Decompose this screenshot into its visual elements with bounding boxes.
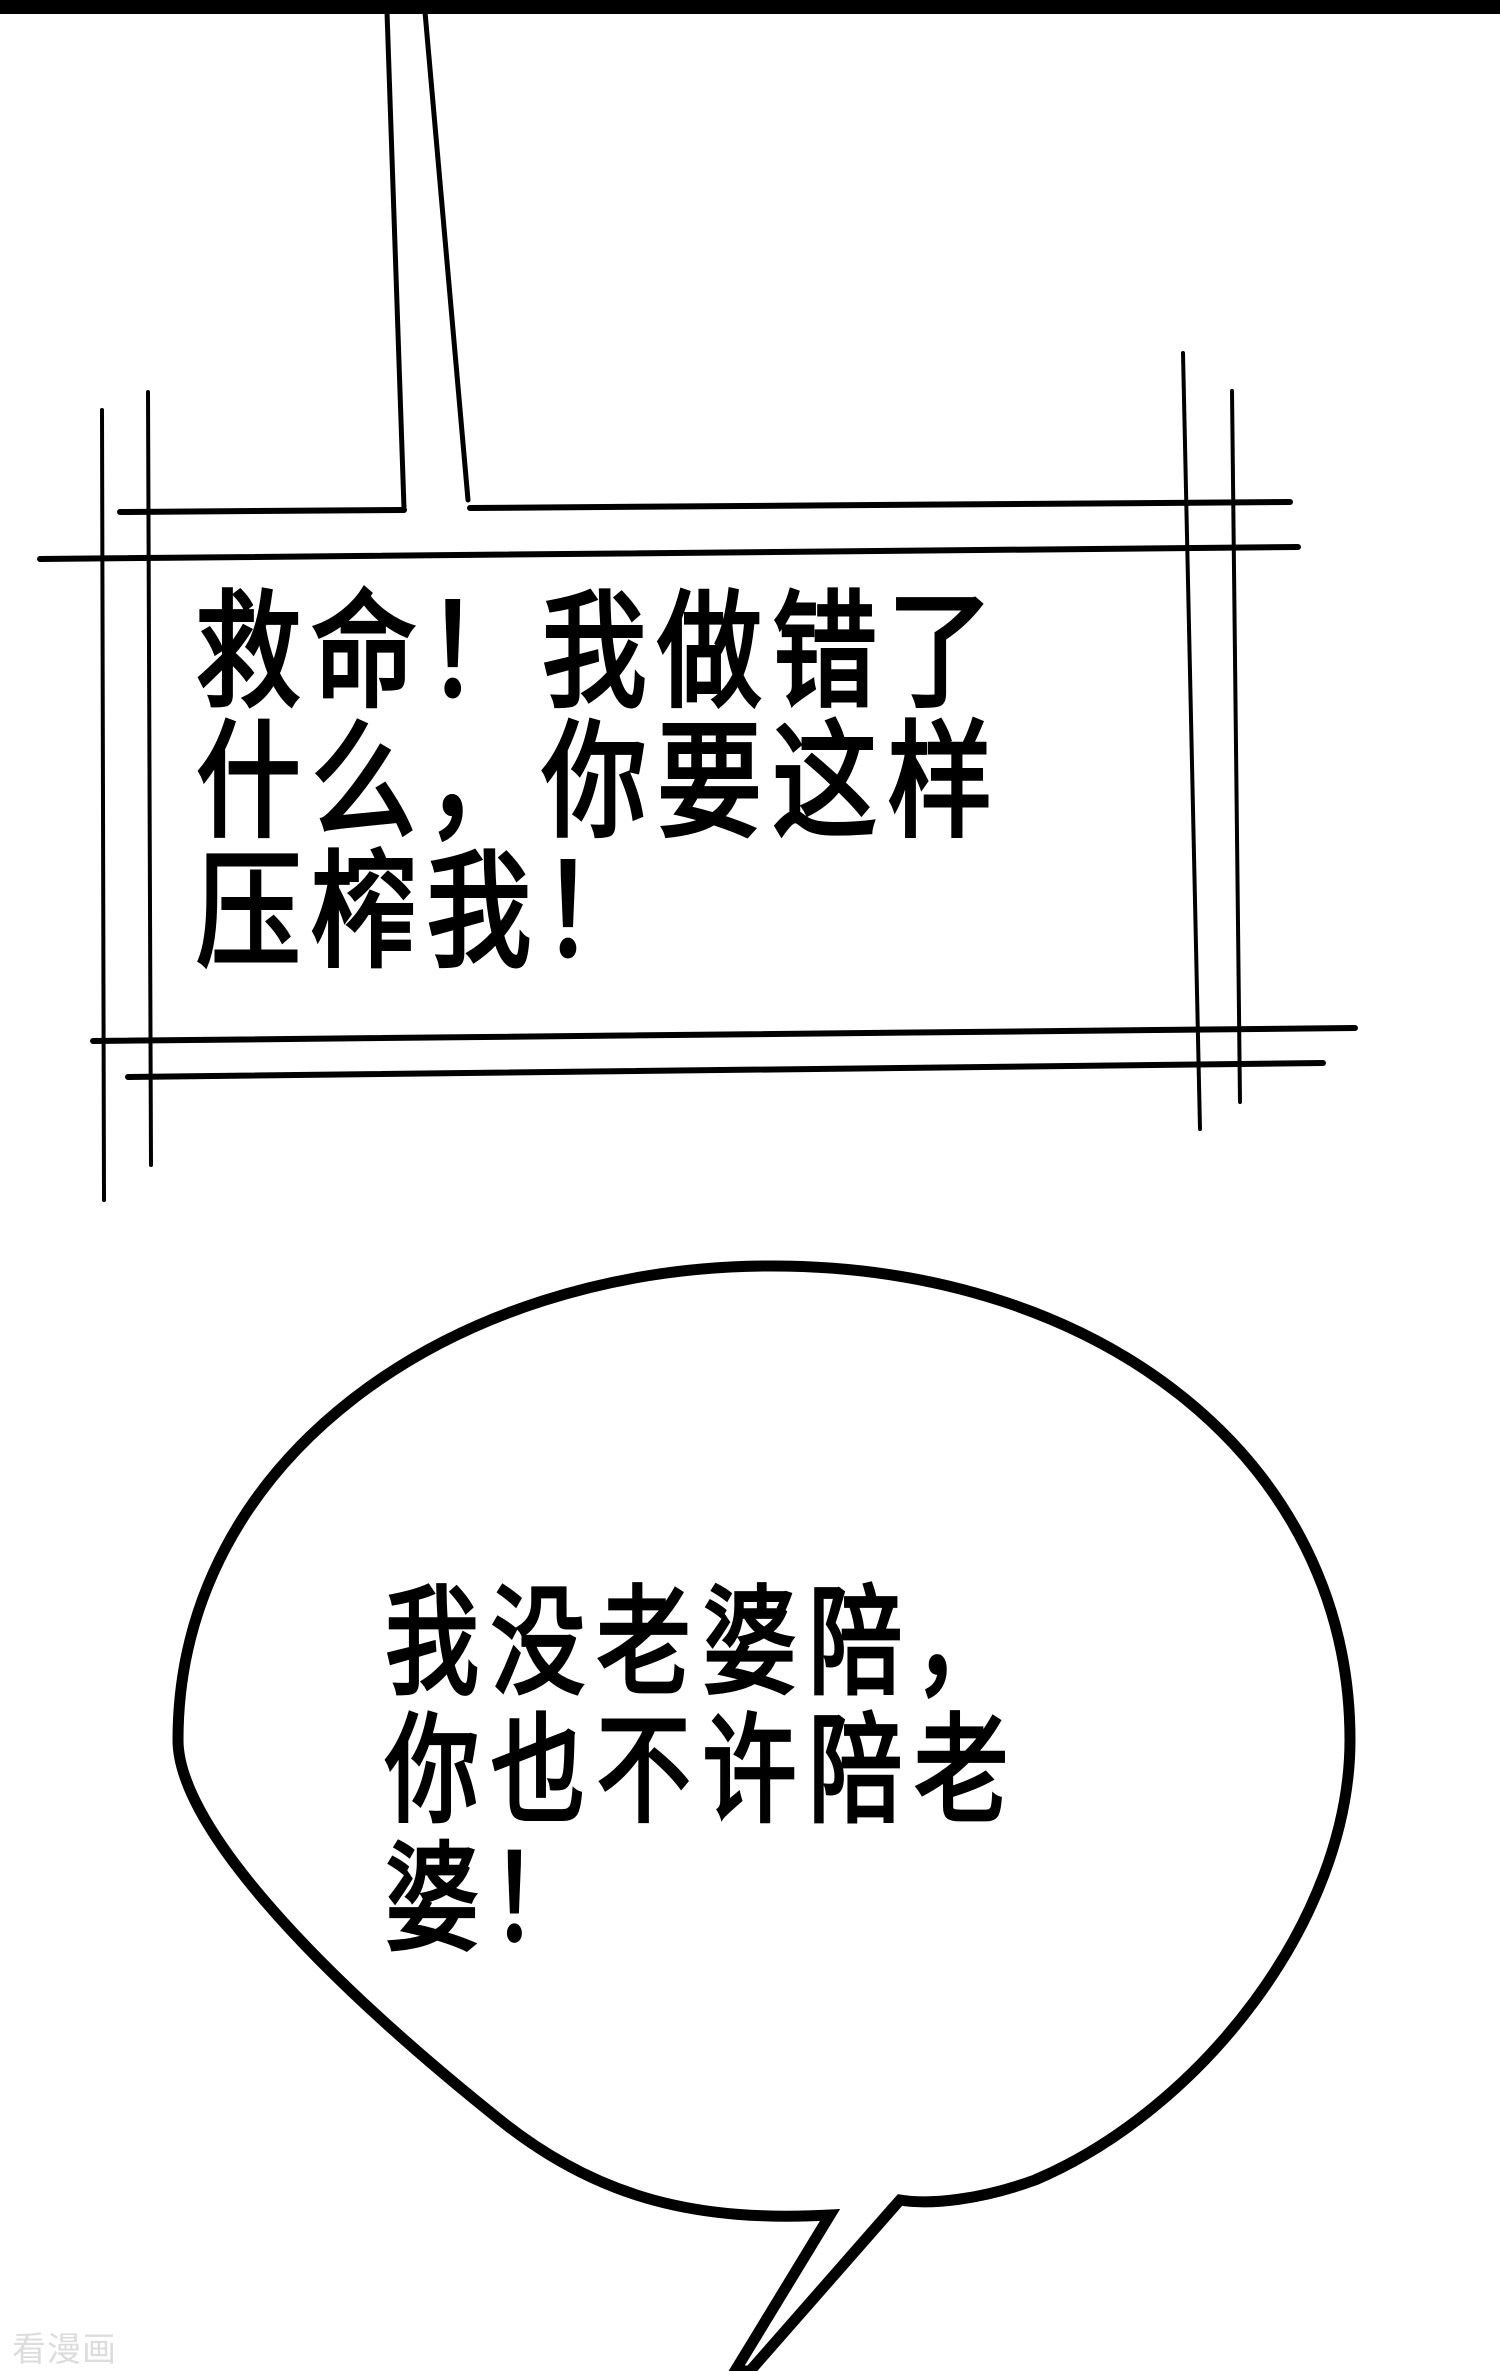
caption-box-text: 救命！我做错了 什么，你要这样 压榨我！ xyxy=(196,578,1039,987)
watermark-logo: 看漫画 xyxy=(12,2330,117,2370)
bubble-line: 你也不许陪老 xyxy=(385,1702,1021,1841)
caption-line: 什么，你要这样 xyxy=(196,708,1003,857)
tether-line-left xyxy=(384,9,407,511)
bubble-line: 我没老婆陪， xyxy=(385,1574,1021,1713)
caption-right-outer xyxy=(1181,351,1202,1131)
caption-left-inner xyxy=(146,390,153,1167)
caption-top-line-right xyxy=(467,499,1293,511)
caption-right-inner xyxy=(1230,389,1242,1104)
caption-top-line xyxy=(117,507,407,515)
caption-bottom-line xyxy=(90,1025,1358,1044)
speech-bubble-outline xyxy=(172,1260,1356,2371)
caption-second-line xyxy=(37,544,1301,562)
caption-line: 救命！我做错了 xyxy=(196,578,1003,727)
caption-bottom-line-inner xyxy=(125,1060,1326,1080)
caption-line: 压榨我！ xyxy=(196,838,657,987)
bubble-line: 婆！ xyxy=(385,1831,597,1970)
tether-line-right xyxy=(422,9,471,503)
speech-bubble-text: 我没老婆陪， 你也不许陪老 婆！ xyxy=(385,1574,1021,1970)
caption-left-outer xyxy=(100,408,106,1202)
top-border-bar xyxy=(0,0,1500,14)
